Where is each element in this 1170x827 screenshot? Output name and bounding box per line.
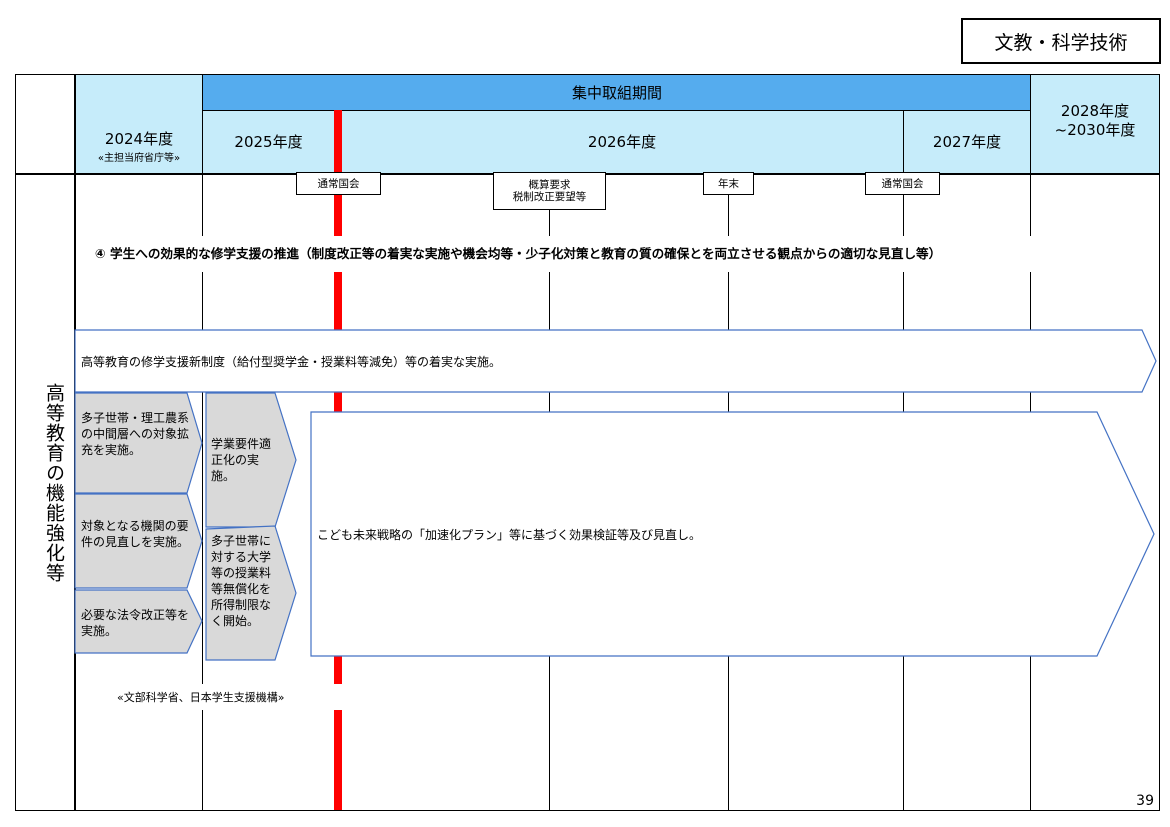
header-fy2028-cell (1031, 75, 1159, 174)
header-divider-inner (203, 110, 1031, 111)
event-diet-session-1-label: 通常国会 (317, 177, 360, 190)
multi-child-arrow (74, 392, 203, 494)
future-arrow (310, 411, 1155, 657)
fy2027-label: 2027年度 (932, 133, 1002, 151)
multi-child-text: 多子世帯・理工農系の中間層への対象拡充を実施。 (81, 411, 190, 457)
fy2030-label: ~2030年度 (1054, 121, 1136, 139)
event-diet-session-2-label: 通常国会 (881, 177, 924, 190)
fy2028-header: 2028年度 ~2030年度 (1031, 102, 1159, 140)
free-tuition-text: 多子世帯に対する大学等の授業料等無償化を所得制限なく開始。 (211, 534, 272, 628)
event-diet-session-2: 通常国会 (865, 172, 940, 195)
main-arrow (74, 329, 1157, 393)
fy2024-col-border (202, 74, 203, 811)
ministry-label: «文部科学省、日本学生支援機構» (117, 691, 285, 704)
requirements-text: 対象となる機関の要件の見直しを実施。 (81, 519, 190, 549)
header-fy2024-cell (75, 75, 203, 174)
category-label: 文教・科学技術 (961, 18, 1161, 64)
table-border-left (15, 74, 16, 811)
fy2025-label: 2025年度 (234, 133, 303, 151)
fy2024-header: 2024年度 «主担当府省庁等» (75, 128, 203, 164)
focus-period-label: 集中取組期間 (571, 84, 662, 102)
event-diet-session-1: 通常国会 (296, 172, 381, 195)
measure-heading: ④ 学生への効果的な修学支援の推進（制度改正等の着実な実施や機会均等・少子化対策… (95, 246, 942, 261)
table-border-bottom (15, 810, 1160, 811)
academic-text: 学業要件適正化の実施。 (211, 437, 272, 483)
main-arrow-text: 高等教育の修学支援新制度（給付型奨学金・授業料等減免）等の着実な実施。 (81, 355, 502, 369)
event-year-end-label: 年末 (718, 177, 739, 190)
heading-backdrop (76, 236, 1036, 272)
fy2024-sublabel: «主担当府省庁等» (97, 153, 181, 164)
ministry-backdrop (80, 684, 342, 710)
law-arrow (74, 589, 203, 654)
event-budget-line2: 税制改正要望等 (512, 191, 587, 203)
fy2024-label: 2024年度 (104, 130, 174, 148)
academic-arrow (205, 392, 297, 528)
focus-period-header: 集中取組期間 (203, 75, 1031, 110)
requirements-arrow (74, 493, 203, 589)
event-year-end: 年末 (703, 172, 754, 195)
fy2026-label: 2026年度 (587, 133, 657, 151)
law-text: 必要な法令改正等を実施。 (81, 608, 190, 638)
future-arrow-text: こども未来戦略の「加速化プラン」等に基づく効果検証等及び見直し。 (317, 528, 702, 542)
table-border-top (15, 74, 1160, 75)
free-tuition-arrow (205, 525, 297, 661)
fy2028-label: 2028年度 (1060, 102, 1130, 120)
event-budget-line1: 概算要求 (528, 179, 571, 191)
table-border-right (1159, 74, 1160, 811)
fy2026-end-border (903, 110, 904, 174)
page-number: 39 (1136, 793, 1154, 809)
event-budget-request: 概算要求 税制改正要望等 (493, 172, 606, 210)
row-title: 高等教育の機能強化等 (43, 383, 65, 583)
